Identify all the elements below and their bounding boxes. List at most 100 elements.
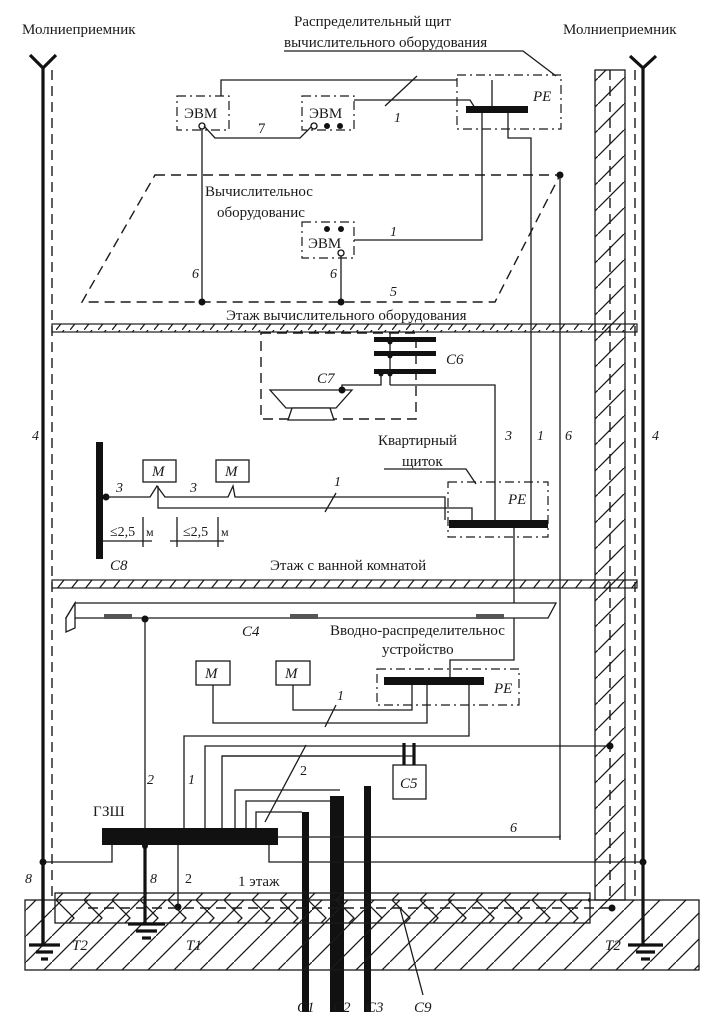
t2-left-label: T2 — [72, 938, 88, 954]
lightning-rod-right-icon — [628, 54, 658, 945]
conductor-8-left-label: 8 — [25, 872, 32, 887]
floor-slab-bathroom — [51, 579, 638, 589]
wire — [341, 376, 382, 390]
computing-pe-bus — [466, 106, 528, 113]
apartment-panel-label-2: щиток — [402, 454, 443, 470]
tray-segment — [476, 614, 504, 619]
conductor-1-floor1: 1 — [337, 689, 344, 704]
cable-mark — [324, 492, 337, 513]
junction-dot — [639, 858, 647, 866]
motor-1 — [142, 459, 177, 483]
conductor-8-mid-label: 8 — [150, 872, 157, 887]
computing-equipment-label-2: оборудованис — [217, 205, 305, 221]
junction-dot — [337, 298, 345, 306]
apartment-pe-bus — [449, 520, 548, 528]
c4-label: C4 — [242, 624, 260, 640]
distance-1-unit: м — [146, 525, 154, 539]
conductor-c3 — [234, 789, 340, 828]
junction-dot — [198, 298, 206, 306]
terminal-icon — [324, 123, 330, 129]
tray-c4-end — [65, 600, 76, 634]
ground-t1-icon — [128, 922, 165, 940]
conductor-1-gzsh — [183, 685, 470, 828]
ground-t2-left-icon — [29, 862, 60, 961]
computing-panel-label-1: Распределительный щит — [294, 14, 451, 30]
floor-computing-label: Этаж вычислительного оборудования — [226, 308, 467, 324]
conductor-3-label: 3 — [504, 429, 512, 444]
conductor-6-label: 6 — [565, 429, 572, 444]
main-ground-bus — [102, 828, 278, 845]
computer-1-label: ЭВМ — [184, 106, 217, 122]
wire-computer-2-panel — [354, 99, 476, 109]
cable-mark — [264, 744, 307, 823]
conductor-7 — [203, 125, 312, 139]
tray-segment — [104, 614, 132, 619]
computing-panel-box — [456, 74, 562, 130]
computer-3-label: ЭВМ — [308, 236, 341, 252]
conductor-5: 5 — [390, 285, 397, 300]
conductor-3-b: 3 — [189, 481, 197, 496]
motor-3-label: M — [204, 666, 219, 682]
cable-mark — [324, 704, 337, 728]
motor-4-label: M — [284, 666, 299, 682]
computer-box-1 — [176, 95, 230, 131]
c9-leader — [399, 907, 424, 996]
distance-2: ≤2,5 — [183, 525, 208, 540]
bathtub-base — [287, 407, 335, 421]
first-floor-label: 1 этаж — [238, 874, 280, 890]
conductor-8-left — [43, 845, 113, 863]
c8-label: C8 — [110, 558, 128, 574]
conductor-3-vertical — [390, 384, 496, 525]
computing-panel-label-2: вычислительного оборудования — [284, 35, 487, 51]
junction-dot — [142, 843, 148, 849]
junction-dot — [387, 339, 393, 345]
terminal-icon — [338, 226, 344, 232]
computer-2-label: ЭВМ — [309, 106, 342, 122]
c3-label: C3 — [366, 1000, 384, 1016]
conductor-2-bundle: 2 — [300, 764, 307, 779]
wire-motor-3 — [212, 685, 428, 724]
conductor-to-right-rod — [268, 845, 643, 863]
junction-dot — [387, 353, 393, 359]
bathtub-icon — [268, 389, 354, 409]
conductor-6-bottom — [274, 830, 561, 838]
input-pe-bus — [384, 677, 484, 685]
terminal-icon — [337, 123, 343, 129]
conductor-2-tray-label: 2 — [147, 773, 154, 788]
equipotential-plane — [80, 174, 562, 303]
input-device-label-1: Вводно-распределительнос — [330, 623, 505, 639]
conductor-c2 — [245, 800, 330, 828]
bathroom-zone — [260, 332, 417, 420]
junction-dot — [338, 386, 346, 394]
apartment-panel-pe: PE — [507, 492, 526, 508]
wire-pe-down — [449, 528, 515, 678]
apartment-panel-leader — [384, 468, 477, 485]
floor-slab-computing — [51, 323, 638, 333]
conductor-4-left: 4 — [32, 429, 39, 444]
input-device-pe: PE — [493, 681, 512, 697]
tray-segment — [290, 614, 318, 619]
conductor-to-wall — [204, 745, 610, 828]
c9-label: C9 — [414, 1000, 432, 1016]
cable-mark — [384, 75, 418, 107]
conductor-7-label: 7 — [258, 121, 266, 137]
lightning-rod-left-icon — [28, 53, 58, 945]
conductor-4-right: 4 — [652, 429, 659, 444]
t2-right-label: T2 — [605, 938, 621, 954]
conductor-3-motors — [106, 483, 446, 520]
computing-equipment-label-1: Вычислительнос — [205, 184, 313, 200]
lightning-rod-left-label: Молниеприемник — [22, 22, 136, 38]
wire-motor-4 — [292, 685, 413, 711]
conductor-6-b-label: 6 — [330, 267, 337, 282]
junction-dot — [606, 742, 614, 750]
conductor-1-gzsh-label: 1 — [188, 773, 195, 788]
junction-dot — [608, 904, 616, 912]
motor-2 — [215, 459, 250, 483]
t1-label: T1 — [186, 938, 202, 954]
conductor-1-motor-label: 1 — [334, 475, 341, 490]
floor-bathroom-label: Этаж с ванной комнатой — [270, 558, 426, 574]
c7-label: C7 — [317, 371, 336, 387]
conductor-6-bottom-label: 6 — [510, 821, 517, 836]
distance-1: ≤2,5 — [110, 525, 135, 540]
